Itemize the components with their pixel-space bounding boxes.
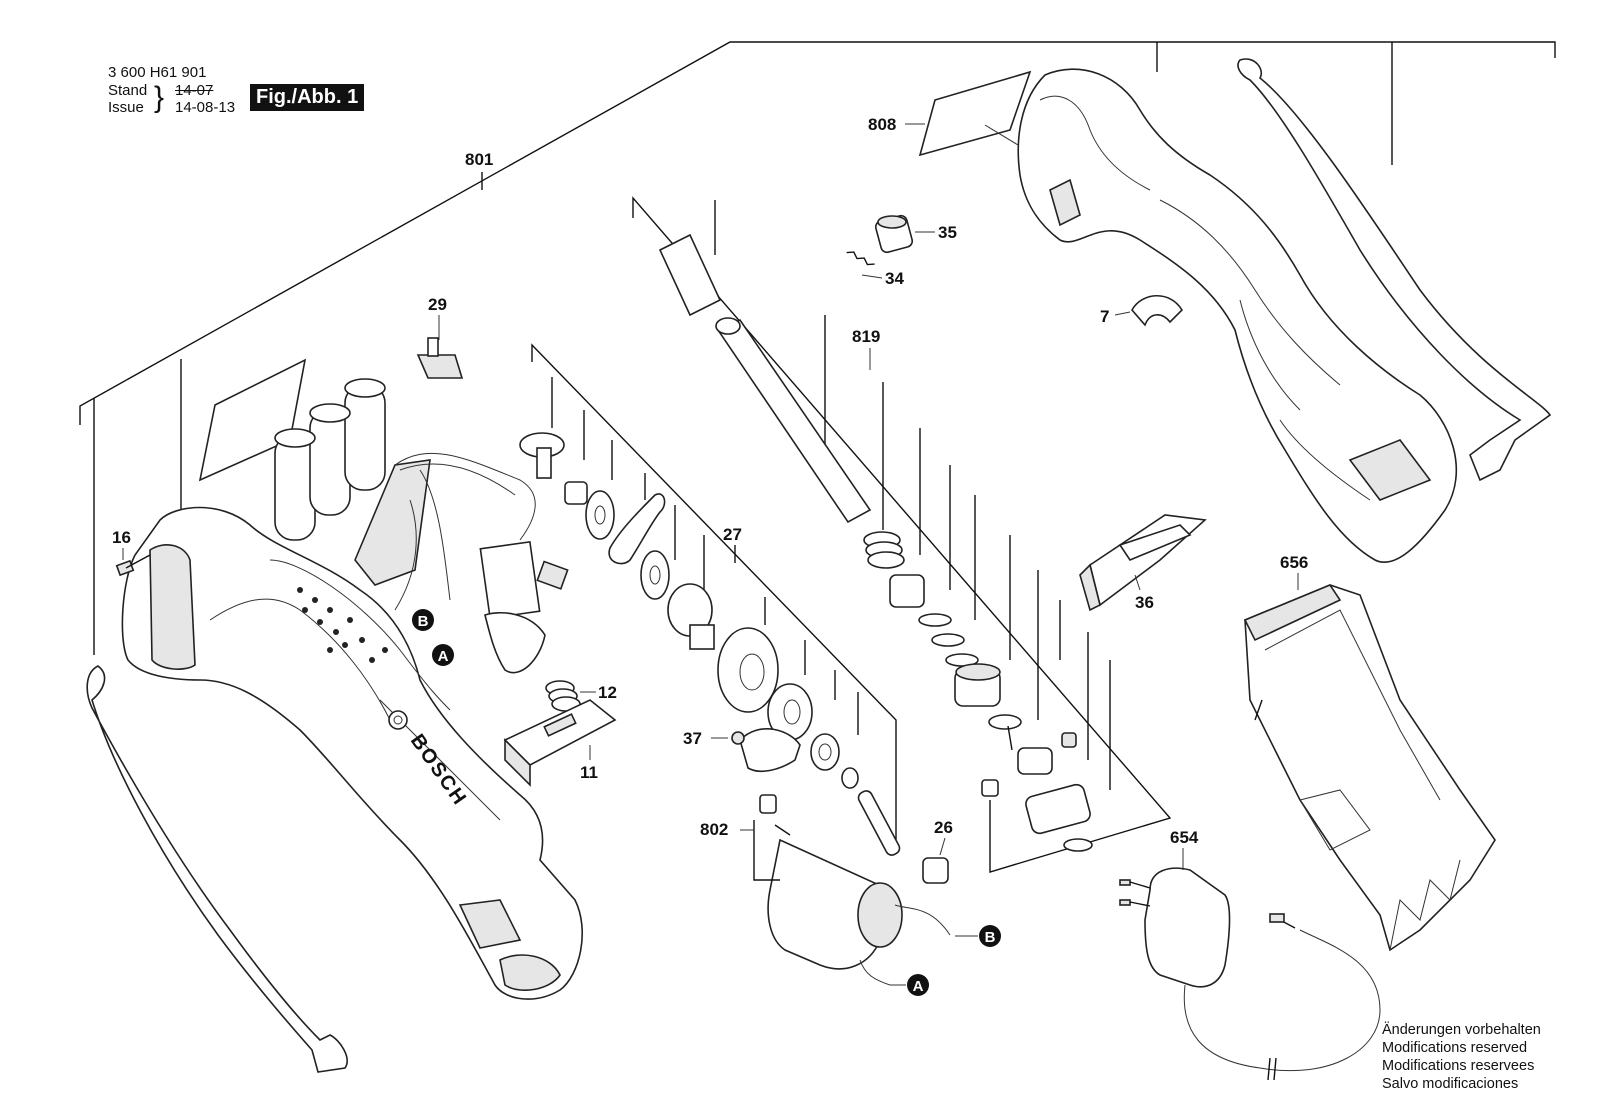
bushing-26 <box>922 857 949 884</box>
callout-7: 7 <box>1100 307 1109 326</box>
part-656-holder <box>1243 584 1496 952</box>
callout-34: 34 <box>885 269 904 288</box>
svg-text:A: A <box>913 978 924 995</box>
callout-12: 12 <box>598 683 617 702</box>
part-35-cap <box>874 214 914 254</box>
modification-notes: Änderungen vorbehalten Modifications res… <box>1382 1021 1541 1093</box>
callout-819: 819 <box>852 327 880 346</box>
connector-b-left: B <box>412 609 434 631</box>
callout-802: 802 <box>700 820 728 839</box>
callout-16: 16 <box>112 528 131 547</box>
svg-text:B: B <box>985 929 996 946</box>
motor-802 <box>759 794 951 986</box>
callout-11: 11 <box>580 763 598 782</box>
callout-36: 36 <box>1135 593 1154 612</box>
svg-text:B: B <box>418 613 429 630</box>
slider-11 <box>503 699 617 787</box>
connector-a-left: A <box>432 644 454 666</box>
callout-808: 808 <box>868 115 896 134</box>
note-english: Modifications reserved <box>1382 1040 1528 1056</box>
callout-35: 35 <box>938 223 957 242</box>
belt-clip-left <box>86 665 348 1073</box>
note-french: Modifications reservees <box>1382 1058 1535 1074</box>
charger-654 <box>1119 867 1381 1081</box>
note-spanish: Salvo modificaciones <box>1382 1076 1519 1092</box>
part-34-spring <box>846 251 875 266</box>
shaft-parts <box>658 233 1093 852</box>
part-7-cap <box>1131 295 1184 327</box>
bracket-819 <box>632 196 1172 873</box>
callout-656: 656 <box>1280 553 1308 572</box>
connector-b-right: B <box>979 925 1001 947</box>
bracket-27 <box>531 343 897 840</box>
svg-text:A: A <box>438 648 449 665</box>
issue-label: Issue <box>108 99 144 116</box>
belt-clip-right <box>1237 58 1552 482</box>
gear-parts <box>519 432 901 856</box>
stand-label: Stand <box>108 82 148 99</box>
callout-29: 29 <box>428 295 447 314</box>
bracket-801 <box>79 41 1556 655</box>
note-german: Änderungen vorbehalten <box>1382 1022 1541 1038</box>
part-number: 3 600 H61 901 <box>108 64 207 81</box>
circuit-board <box>354 452 536 611</box>
callout-27: 27 <box>723 525 742 544</box>
battery-pack <box>274 378 386 541</box>
switch-assembly <box>479 540 569 674</box>
callout-801: 801 <box>465 150 493 169</box>
callout-37: 37 <box>683 729 702 748</box>
callout-26: 26 <box>934 818 953 837</box>
part-36-guide <box>1079 514 1207 612</box>
callout-654: 654 <box>1170 828 1199 847</box>
right-housing <box>1017 68 1458 563</box>
brace-symbol: } <box>154 81 165 114</box>
issue-value: 14-08-13 <box>175 99 236 116</box>
part-29-clip <box>416 337 464 379</box>
figure-badge: Fig./Abb. 1 <box>250 84 365 111</box>
connector-a-right: A <box>907 974 929 996</box>
screw-37 <box>731 731 745 745</box>
grip-texture <box>297 587 388 663</box>
screw-16 <box>115 554 151 577</box>
label-808 <box>918 70 1032 157</box>
stand-value: 14-07 <box>175 82 214 99</box>
left-housing: BOSCH <box>121 506 583 1000</box>
